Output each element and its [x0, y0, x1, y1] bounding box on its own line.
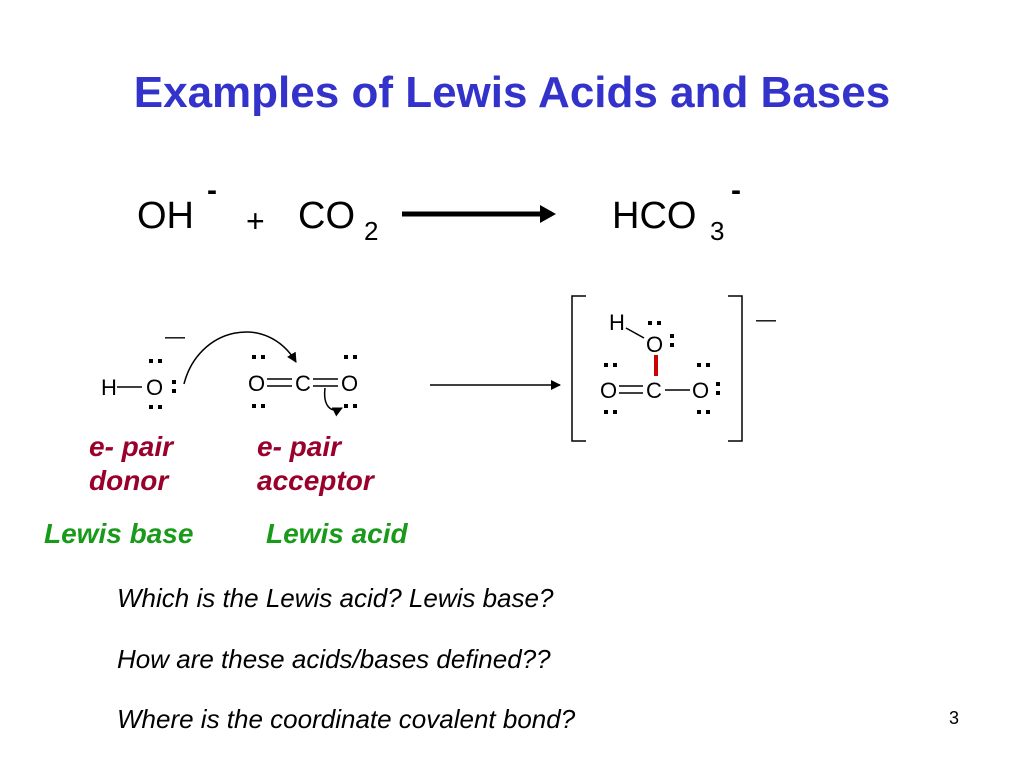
pair-acceptor-label: e- pair acceptor [257, 430, 374, 498]
hydroxide-o-atom: O [146, 375, 163, 400]
co2-formula: CO [298, 195, 355, 237]
acceptor-label-line2: acceptor [257, 465, 374, 496]
bicarbonate-lewis-structure: — H O O C O [571, 295, 776, 442]
bicarbonate-subscript: 3 [710, 216, 724, 246]
hydroxide-formula: OH [137, 195, 194, 237]
co2-c-atom: C [295, 371, 311, 396]
question-2: How are these acids/bases defined?? [117, 644, 551, 674]
co2-right-o-atom: O [341, 371, 358, 396]
left-bracket [571, 295, 586, 442]
hydroxide-lewis-structure: H O — [101, 326, 185, 409]
bicarbonate-c-atom: C [646, 378, 662, 403]
slide-title: Examples of Lewis Acids and Bases [133, 68, 891, 117]
bicarbonate-formula: HCO [612, 195, 696, 237]
lone-pair-dots [149, 359, 176, 409]
electron-pair-arrow [183, 331, 297, 385]
question-1: Which is the Lewis acid? Lewis base? [117, 583, 554, 613]
acceptor-label-line1: e- pair [257, 431, 342, 462]
lewis-base-label: Lewis base [44, 518, 194, 549]
bicarbonate-right-o-atom: O [692, 378, 709, 403]
hydroxide-h-atom: H [101, 375, 117, 400]
lone-pair-dots [604, 321, 720, 414]
plus-sign: + [246, 203, 265, 239]
co2-lewis-structure: O C O [248, 355, 358, 408]
donor-label-line2: donor [89, 465, 169, 496]
slide-page-number: 3 [949, 708, 960, 728]
reaction-arrowhead [540, 205, 556, 223]
h-o-single-bond [625, 327, 645, 339]
donor-label-line1: e- pair [89, 431, 174, 462]
co2-subscript: 2 [364, 216, 378, 246]
co2-left-o-atom: O [248, 371, 265, 396]
chemical-equation: OH - + CO 2 HCO 3 - [137, 174, 741, 246]
pi-bond-shift-arrow [323, 387, 343, 417]
lone-pair-dots [252, 355, 357, 408]
bicarbonate-h-atom: H [609, 310, 625, 335]
lewis-acid-label: Lewis acid [266, 518, 408, 549]
reaction-diagram: OH - + CO 2 HCO 3 - H O — O C O [101, 174, 776, 442]
hydroxide-charge: - [207, 174, 217, 207]
bicarbonate-top-o-atom: O [646, 332, 663, 357]
pair-donor-label: e- pair donor [89, 430, 173, 498]
bicarbonate-charge: - [731, 174, 741, 207]
right-bracket [728, 295, 743, 442]
hydroxide-negative-charge: — [165, 326, 185, 348]
bicarbonate-left-o-atom: O [600, 378, 617, 403]
question-3: Where is the coordinate covalent bond? [117, 704, 576, 734]
bicarbonate-negative-charge: — [756, 309, 776, 331]
